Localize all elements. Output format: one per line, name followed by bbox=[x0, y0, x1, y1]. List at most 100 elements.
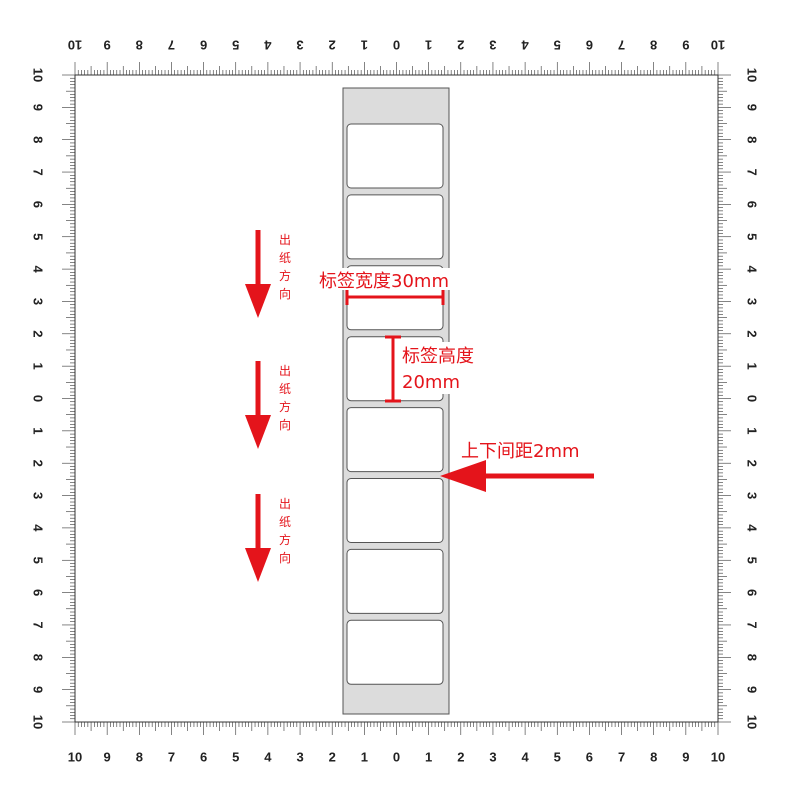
feed-direction-char: 方 bbox=[279, 399, 291, 414]
ruler-number: 1 bbox=[31, 427, 46, 434]
ruler-number: 7 bbox=[168, 38, 175, 53]
ruler-number: 4 bbox=[745, 265, 760, 273]
ruler-number: 8 bbox=[650, 38, 657, 53]
feed-direction-char: 向 bbox=[279, 286, 291, 301]
ruler-number: 6 bbox=[31, 201, 46, 208]
ruler-number: 7 bbox=[31, 621, 46, 628]
ruler-number: 0 bbox=[745, 395, 760, 402]
ruler-number: 1 bbox=[361, 750, 368, 765]
ruler-number: 3 bbox=[745, 492, 760, 499]
ruler-number: 3 bbox=[31, 492, 46, 499]
ruler-number: 7 bbox=[745, 168, 760, 175]
ruler-number: 9 bbox=[682, 38, 689, 53]
ruler-number: 6 bbox=[200, 750, 207, 765]
feed-direction-char: 纸 bbox=[279, 251, 291, 265]
ruler-number: 8 bbox=[31, 654, 46, 661]
ruler-number: 3 bbox=[745, 298, 760, 305]
ruler-number: 10 bbox=[68, 750, 82, 765]
ruler-ticks bbox=[62, 62, 731, 735]
ruler-number: 9 bbox=[31, 104, 46, 111]
ruler-number: 3 bbox=[296, 750, 303, 765]
ruler-number: 5 bbox=[745, 233, 760, 240]
height-label-bg bbox=[399, 342, 497, 394]
ruler-number: 3 bbox=[489, 750, 496, 765]
ruler-number: 5 bbox=[232, 38, 239, 53]
ruler-number: 6 bbox=[745, 201, 760, 208]
ruler-number: 3 bbox=[489, 38, 496, 53]
ruler-number: 0 bbox=[393, 38, 400, 53]
feed-arrow-head bbox=[245, 415, 271, 449]
ruler-number: 2 bbox=[329, 750, 336, 765]
gap-label: 上下间距2mm bbox=[461, 441, 580, 462]
ruler-number: 9 bbox=[104, 38, 111, 53]
feed-arrow-head bbox=[245, 548, 271, 582]
width-label-bg bbox=[318, 268, 470, 290]
ruler-number: 8 bbox=[745, 136, 760, 143]
ruler-number: 9 bbox=[745, 104, 760, 111]
ruler-number: 10 bbox=[31, 68, 46, 82]
ruler-number: 7 bbox=[618, 38, 625, 53]
ruler-number: 2 bbox=[31, 330, 46, 337]
height-label-line2: 20mm bbox=[402, 372, 460, 393]
ruler-number: 9 bbox=[104, 750, 111, 765]
ruler-number: 4 bbox=[31, 265, 46, 273]
ruler-number: 10 bbox=[31, 715, 46, 729]
ruler-number: 10 bbox=[711, 38, 725, 53]
ruler-number: 0 bbox=[31, 395, 46, 402]
ruler-number: 1 bbox=[745, 427, 760, 434]
ruler-number: 6 bbox=[586, 750, 593, 765]
ruler-number: 4 bbox=[745, 524, 760, 532]
ruler-number: 3 bbox=[31, 298, 46, 305]
ruler-number: 2 bbox=[745, 330, 760, 337]
ruler-number: 2 bbox=[31, 460, 46, 467]
feed-direction-char: 方 bbox=[279, 268, 291, 283]
ruler-number: 4 bbox=[31, 524, 46, 532]
ruler-number: 4 bbox=[264, 750, 272, 765]
ruler-number: 5 bbox=[31, 557, 46, 564]
ruler-number: 9 bbox=[31, 686, 46, 693]
ruler-number: 8 bbox=[136, 750, 143, 765]
label-cell bbox=[346, 407, 444, 473]
ruler-number: 5 bbox=[554, 750, 561, 765]
ruler-number: 10 bbox=[68, 38, 82, 53]
width-label: 标签宽度30mm bbox=[319, 271, 449, 292]
ruler-number: 10 bbox=[745, 68, 760, 82]
ruler-number: 9 bbox=[682, 750, 689, 765]
label-cell bbox=[346, 123, 444, 189]
label-cell bbox=[346, 478, 444, 543]
ruler-number: 6 bbox=[745, 589, 760, 596]
ruler-number: 5 bbox=[745, 557, 760, 564]
gap-indicator: 上下间距2mm bbox=[440, 441, 594, 492]
ruler-number: 2 bbox=[457, 38, 464, 53]
label-cell bbox=[346, 194, 444, 260]
feed-direction-char: 向 bbox=[279, 550, 291, 565]
ruler-number: 7 bbox=[745, 621, 760, 628]
ruler-number: 2 bbox=[457, 750, 464, 765]
ruler-number: 2 bbox=[745, 460, 760, 467]
feed-direction-char: 出 bbox=[279, 364, 291, 378]
ruler-number: 0 bbox=[393, 750, 400, 765]
feed-direction-char: 向 bbox=[279, 417, 291, 432]
ruler-number: 10 bbox=[745, 715, 760, 729]
ruler-number: 1 bbox=[745, 363, 760, 370]
ruler-number: 5 bbox=[554, 38, 561, 53]
feed-direction-char: 出 bbox=[279, 497, 291, 511]
ruler-number: 2 bbox=[329, 38, 336, 53]
height-dimension: 标签高度 20mm bbox=[385, 335, 497, 403]
ruler-number: 8 bbox=[31, 136, 46, 143]
ruler-number: 9 bbox=[745, 686, 760, 693]
label-cell bbox=[346, 548, 444, 614]
feed-direction-char: 纸 bbox=[279, 382, 291, 396]
ruler-number: 7 bbox=[31, 168, 46, 175]
height-label-line1: 标签高度 bbox=[402, 346, 474, 367]
gap-arrow-head bbox=[440, 460, 486, 492]
ruler-number: 10 bbox=[711, 750, 725, 765]
ruler-number: 1 bbox=[31, 363, 46, 370]
